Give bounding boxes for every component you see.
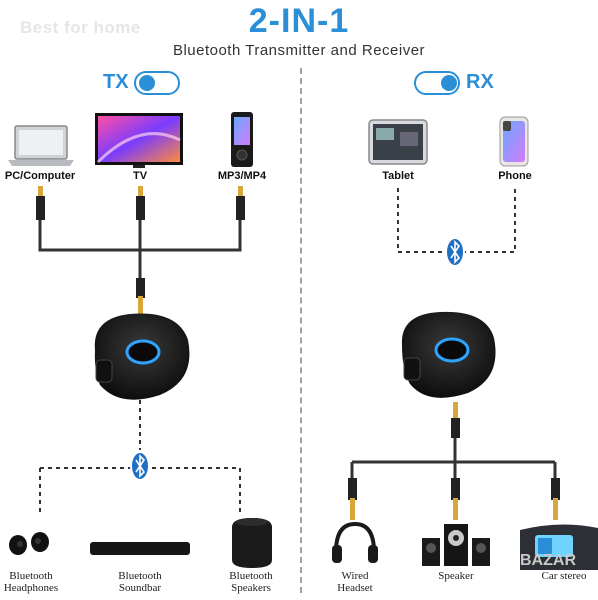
rx-output-label-car: Car stereo [541, 570, 587, 582]
rx-output-label-speaker: Speaker [438, 570, 474, 582]
car-stereo-icon [520, 524, 598, 570]
tv-icon [95, 113, 183, 168]
watermark-text: Best for home [20, 18, 141, 37]
laptop-icon [8, 125, 74, 166]
phone-icon [499, 116, 529, 167]
tx-output-speakers-line2: Speakers [231, 582, 271, 594]
tx-mode-label: TX [103, 71, 129, 93]
tx-output-soundbar-line1: Bluetooth [118, 570, 162, 582]
tx-source-label-tv: TV [132, 170, 148, 182]
bottom-watermark: BAZAR [520, 552, 576, 569]
headset-icon [332, 521, 378, 563]
rx-mode-label: RX [466, 71, 494, 93]
rx-jack-headset [348, 478, 357, 520]
rx-jack-speaker [451, 478, 460, 520]
tx-jack-mp3 [236, 186, 245, 220]
earbuds-icon [9, 532, 49, 555]
tx-device-icon [94, 313, 190, 400]
rx-source-label-phone: Phone [498, 170, 532, 182]
tablet-icon [368, 119, 428, 165]
stereo-speaker-icon [422, 524, 490, 566]
soundbar-icon [90, 542, 190, 555]
tx-source-label-mp3: MP3/MP4 [217, 170, 267, 182]
rx-jack-car [551, 478, 560, 520]
mp3-player-icon [231, 112, 253, 167]
tx-output-headphones-line1: Bluetooth [9, 570, 53, 582]
page-title: 2-IN-1 [248, 2, 350, 40]
rx-output-headset-line2: Headset [337, 582, 373, 594]
tx-output-label-headphones: Bluetooth Headphones [0, 570, 62, 594]
center-divider [300, 68, 302, 593]
tx-output-headphones-line2: Headphones [3, 582, 59, 594]
tx-output-soundbar-line2: Soundbar [118, 582, 162, 594]
rx-toggle[interactable] [414, 71, 460, 95]
speaker-icon [232, 518, 272, 568]
bluetooth-icon-rx [445, 237, 465, 267]
tx-output-label-speakers: Bluetooth Speakers [220, 570, 282, 594]
tx-toggle-knob [139, 75, 155, 91]
tx-output-label-soundbar: Bluetooth Soundbar [108, 570, 172, 594]
tx-source-label-pc: PC/Computer [4, 170, 76, 182]
page-subtitle: Bluetooth Transmitter and Receiver [172, 42, 426, 59]
tx-output-speakers-line1: Bluetooth [229, 570, 273, 582]
tx-jack-pc [36, 186, 45, 220]
rx-output-label-headset: Wired Headset [326, 570, 384, 594]
rx-toggle-knob [441, 75, 457, 91]
rx-source-label-tablet: Tablet [382, 170, 414, 182]
tx-jack-tv [136, 186, 145, 220]
rx-device-icon [401, 311, 496, 398]
rx-output-headset-line1: Wired [341, 570, 369, 582]
bluetooth-icon-tx [130, 451, 150, 481]
tx-toggle[interactable] [134, 71, 180, 95]
